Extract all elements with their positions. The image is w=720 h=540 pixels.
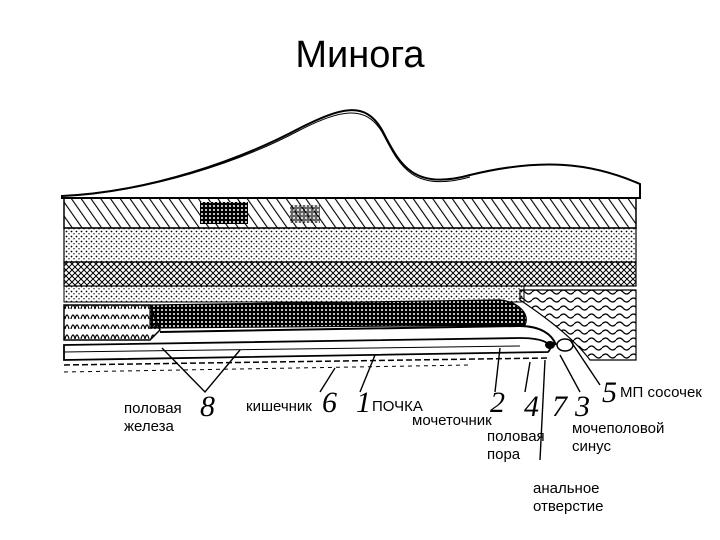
- number-5: 5: [602, 376, 617, 409]
- label-papilla: МП сосочек: [620, 384, 702, 401]
- cartilage-band: [63, 261, 637, 287]
- number-4: 4: [524, 390, 539, 423]
- kidney-region: [149, 299, 527, 329]
- urogenital-papilla: [545, 341, 555, 349]
- ventral-wall-2: [63, 364, 471, 373]
- muscle-band-top: [63, 197, 637, 229]
- number-1: 1: [356, 386, 371, 419]
- number-7: 7: [552, 390, 567, 423]
- lower-dotted-band: [63, 285, 525, 303]
- leader-lines: [161, 339, 601, 461]
- leader-papilla: [569, 339, 601, 386]
- number-2: 2: [490, 386, 505, 419]
- ureter-duct: [159, 324, 557, 346]
- muscle-dark-patch: [200, 202, 248, 224]
- label-genital-pore: половая пора: [487, 428, 545, 463]
- intestine-inner: [63, 345, 521, 353]
- leader-anus: [539, 359, 546, 461]
- leader-gonad: [161, 347, 241, 394]
- label-kidney: ПОЧКА: [372, 398, 423, 415]
- dorsal-fin-stripe: [61, 112, 471, 197]
- leader-ureter: [494, 347, 501, 393]
- label-intestine: кишечник: [246, 398, 312, 415]
- gonad-region: [63, 304, 161, 341]
- leader-genital-pore: [524, 361, 531, 393]
- leader-intestine: [319, 367, 336, 393]
- label-urogenital-sinus: мочеполовой синус: [572, 420, 665, 455]
- leader-sinus: [559, 354, 581, 393]
- number-6: 6: [322, 386, 337, 419]
- label-anus: анальное отверстие: [533, 480, 604, 515]
- label-ureter: мочеточник: [412, 412, 492, 429]
- posterior-wall: [519, 289, 637, 361]
- label-gonad: половая железа: [124, 400, 182, 435]
- dorsal-fin: [61, 109, 641, 199]
- number-8: 8: [200, 390, 215, 423]
- page-title: Минога: [295, 34, 425, 76]
- notochord-layer: [63, 227, 637, 263]
- muscle-dark-patch-2: [290, 205, 320, 223]
- leader-kidney: [359, 354, 376, 393]
- number-3: 3: [575, 390, 590, 423]
